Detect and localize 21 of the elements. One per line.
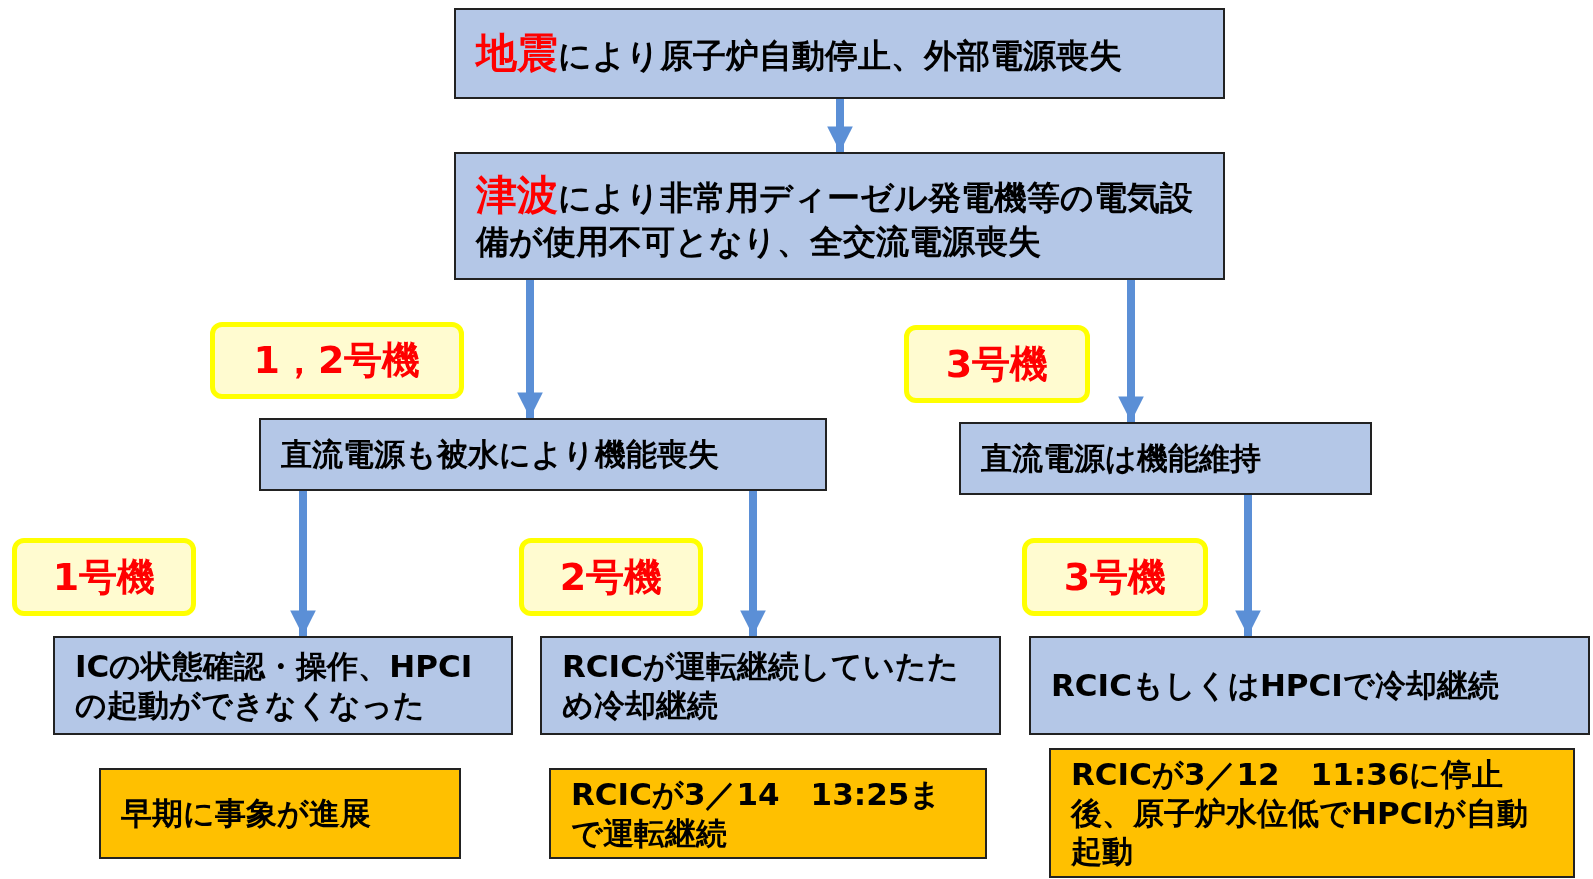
unit-label: 1，2号機 bbox=[210, 322, 464, 399]
unit-label: 3号機 bbox=[904, 325, 1090, 403]
arrow bbox=[740, 491, 766, 636]
process-box: RCICが運転継続していたため冷却継続 bbox=[540, 636, 1001, 735]
process-box: 直流電源も被水により機能喪失 bbox=[259, 418, 827, 491]
arrow bbox=[290, 491, 316, 636]
arrow bbox=[1235, 495, 1261, 636]
result-box: RCICが3／14 13:25まで運転継続 bbox=[549, 768, 987, 859]
unit-label: 1号機 bbox=[12, 538, 196, 616]
unit-label: 3号機 bbox=[1022, 538, 1208, 616]
arrow bbox=[827, 99, 853, 152]
event-box: 津波により非常用ディーゼル発電機等の電気設備が使用不可となり、全交流電源喪失 bbox=[454, 152, 1225, 280]
unit-label: 2号機 bbox=[519, 538, 703, 616]
event-box: 地震により原子炉自動停止、外部電源喪失 bbox=[454, 8, 1225, 99]
arrow bbox=[517, 280, 543, 418]
result-box: 早期に事象が進展 bbox=[99, 768, 461, 859]
process-box: ICの状態確認・操作、HPCIの起動ができなくなった bbox=[53, 636, 513, 735]
arrow bbox=[1118, 280, 1144, 422]
process-box: RCICもしくはHPCIで冷却継続 bbox=[1029, 636, 1590, 735]
result-box: RCICが3／12 11:36に停止後、原子炉水位低でHPCIが自動起動 bbox=[1049, 748, 1575, 878]
process-box: 直流電源は機能維持 bbox=[959, 422, 1372, 495]
